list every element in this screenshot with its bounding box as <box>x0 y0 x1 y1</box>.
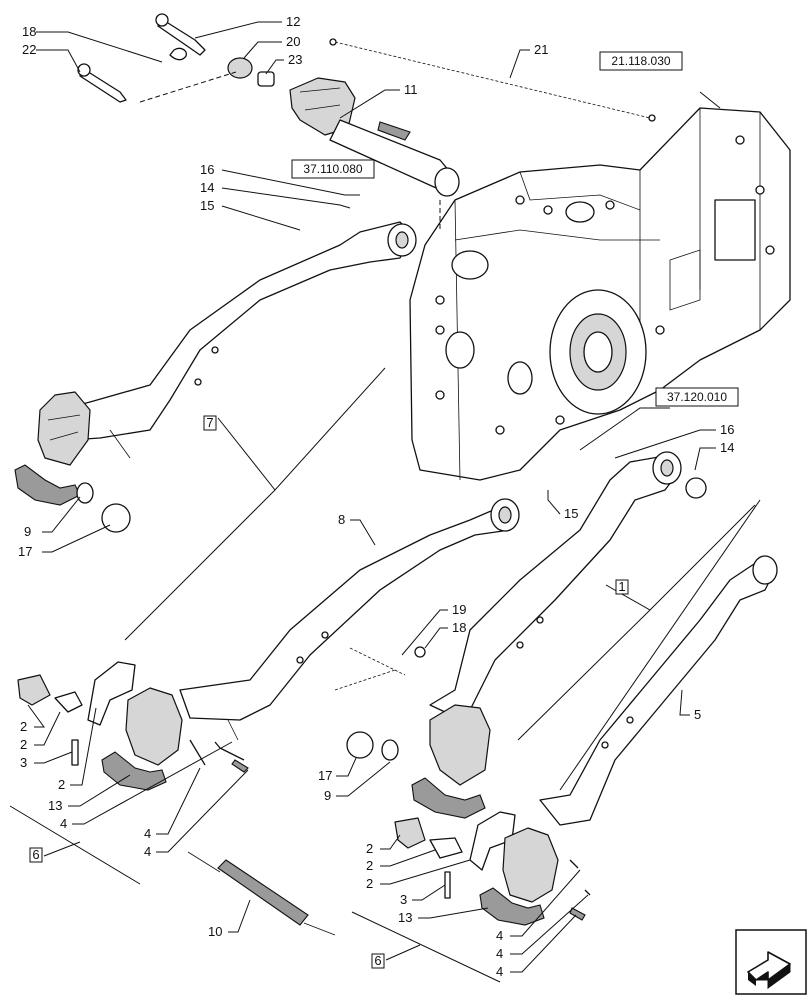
callout-23: 23 <box>288 52 302 67</box>
center-lower-link <box>179 498 520 741</box>
callout-7: 7 <box>206 415 213 430</box>
right-lower-link <box>411 451 707 819</box>
callout-numbers: 18 22 12 20 23 21 11 16 14 15 9 17 16 14… <box>18 14 734 979</box>
top-link-assembly <box>77 13 460 197</box>
chain-and-pin <box>334 646 426 691</box>
callout-14: 14 <box>720 440 734 455</box>
callout-5: 5 <box>694 707 701 722</box>
callout-6: 6 <box>32 847 39 862</box>
right-link-5 <box>539 555 778 826</box>
callout-9: 9 <box>324 788 331 803</box>
callout-18: 18 <box>22 24 36 39</box>
callout-6: 6 <box>374 953 381 968</box>
callout-4: 4 <box>496 928 503 943</box>
check-chain <box>329 38 656 122</box>
left-lower-link <box>14 221 417 533</box>
callout-17: 17 <box>318 768 332 783</box>
callout-22: 22 <box>22 42 36 57</box>
callout-18: 18 <box>452 620 466 635</box>
callout-9: 9 <box>24 524 31 539</box>
callout-13: 13 <box>398 910 412 925</box>
right-hook-kit <box>394 811 591 926</box>
callout-14: 14 <box>200 180 214 195</box>
callout-box-6-right: 6 <box>371 953 385 969</box>
callout-4: 4 <box>60 816 67 831</box>
ref-label: 21.118.030 <box>611 54 670 68</box>
callout-21: 21 <box>534 42 548 57</box>
callout-10: 10 <box>208 924 222 939</box>
callout-box-6-left: 6 <box>29 847 43 863</box>
callout-1: 1 <box>618 579 625 594</box>
ref-label: 37.110.080 <box>303 162 362 176</box>
callout-2: 2 <box>20 719 27 734</box>
callout-16: 16 <box>720 422 734 437</box>
callout-15: 15 <box>200 198 214 213</box>
callout-15: 15 <box>564 506 578 521</box>
callout-2: 2 <box>20 737 27 752</box>
callout-13: 13 <box>48 798 62 813</box>
callout-8: 8 <box>338 512 345 527</box>
callout-3: 3 <box>400 892 407 907</box>
callout-4: 4 <box>496 964 503 979</box>
callout-box-7: 7 <box>203 415 217 431</box>
callout-12: 12 <box>286 14 300 29</box>
callout-11: 11 <box>404 82 418 97</box>
next-page-arrow-icon[interactable] <box>735 929 807 995</box>
callout-4: 4 <box>144 844 151 859</box>
ref-label: 37.120.010 <box>667 390 727 404</box>
reference-box-21-118-030[interactable]: 21.118.030 <box>599 51 683 71</box>
callout-2: 2 <box>366 841 373 856</box>
reference-box-37-110-080[interactable]: 37.110.080 <box>291 159 375 179</box>
left-hook-kit <box>17 661 399 791</box>
callout-16: 16 <box>200 162 214 177</box>
transmission-housing <box>409 107 791 481</box>
callout-4: 4 <box>496 946 503 961</box>
callout-2: 2 <box>58 777 65 792</box>
leader-lines <box>9 21 761 983</box>
reference-box-37-120-010[interactable]: 37.120.010 <box>655 387 739 407</box>
callout-19: 19 <box>452 602 466 617</box>
callout-2: 2 <box>366 858 373 873</box>
callout-4: 4 <box>144 826 151 841</box>
callout-2: 2 <box>366 876 373 891</box>
spring <box>187 851 336 936</box>
callout-box-1: 1 <box>615 579 629 595</box>
callout-3: 3 <box>20 755 27 770</box>
callout-17: 17 <box>18 544 32 559</box>
callout-20: 20 <box>286 34 300 49</box>
